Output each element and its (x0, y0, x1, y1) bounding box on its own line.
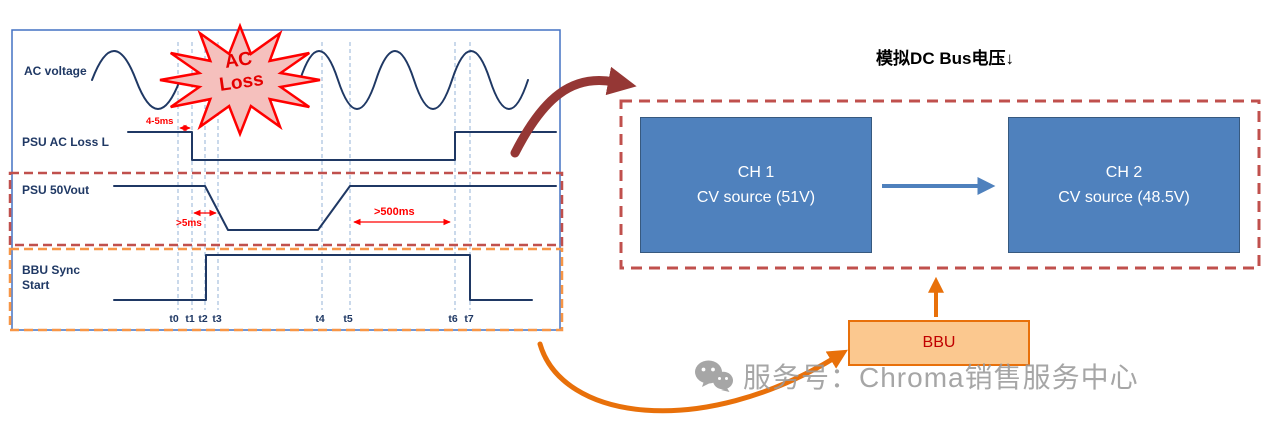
psu-50vout-signal (113, 185, 557, 231)
bbu-sync-label-line2: Start (22, 278, 50, 292)
ch2-source-box: CH 2 CV source (48.5V) (1008, 117, 1240, 253)
dc-bus-panel-title: 模拟DC Bus电压↓ (876, 49, 1014, 68)
detect-time-annotation: 4-5ms (146, 116, 174, 127)
ch2-name: CH 2 (1105, 163, 1143, 181)
psu-ac-loss-signal (127, 131, 557, 161)
watermark: 服务号：Chroma销售服务中心 (694, 356, 1139, 396)
bbu-sync-highlight-box (8, 247, 564, 332)
psu-50vout-label: PSU 50Vout (22, 183, 90, 197)
bbu-sync-label-line1: BBU Sync (22, 263, 81, 277)
tick-t6: t6 (448, 313, 458, 325)
sync-to-bbu-curved-arrow (537, 341, 848, 414)
bbu-box: BBU (848, 320, 1030, 366)
tick-t7: t7 (464, 313, 474, 325)
wechat-icon (694, 359, 734, 393)
timing-to-bus-curved-arrow (510, 66, 637, 158)
ch1-source-box: CH 1 CV source (51V) (640, 117, 872, 253)
bbu-sync-signal (113, 254, 533, 301)
tick-t2: t2 (198, 313, 208, 325)
psu-50vout-highlight-box (8, 171, 564, 247)
ch1-name: CH 1 (737, 163, 775, 181)
ch2-desc: CV source (48.5V) (1058, 188, 1190, 206)
psu-ac-loss-label: PSU AC Loss L (22, 135, 109, 149)
watermark-text: 服务号：Chroma销售服务中心 (743, 362, 1139, 393)
tick-t1: t1 (185, 313, 195, 325)
tick-t0: t0 (169, 313, 179, 325)
ac-loss-starburst (159, 22, 321, 138)
backup-time-annotation: >500ms (374, 206, 415, 218)
holdup-time-annotation: >5ms (176, 218, 202, 229)
ac-voltage-label: AC voltage (24, 64, 87, 78)
tick-t4: t4 (315, 313, 325, 325)
ac-voltage-wave-left (91, 50, 181, 110)
tick-t3: t3 (212, 313, 222, 325)
ac-voltage-wave-right (299, 50, 529, 110)
ch1-desc: CV source (51V) (696, 188, 816, 206)
dc-bus-dashed-box (619, 99, 1261, 270)
bbu-label: BBU (922, 334, 956, 351)
tick-t5: t5 (343, 313, 353, 325)
timing-diagram-border (11, 29, 561, 331)
